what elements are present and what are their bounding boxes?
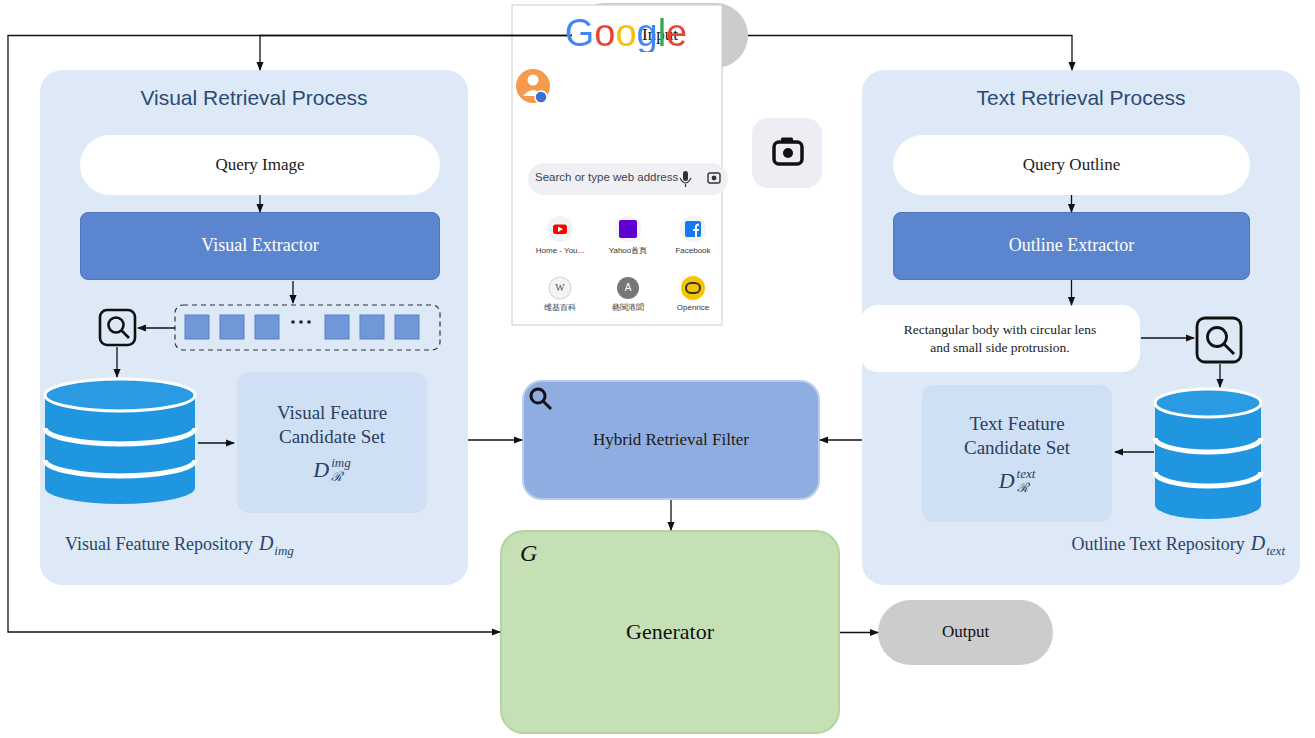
extractor-box: Visual Extractor (80, 212, 440, 280)
query-box: Query Outline (893, 135, 1250, 195)
extractor-box: Outline Extractor (893, 212, 1250, 280)
math-subscript: ℛ (1017, 481, 1028, 495)
query-box: Query Image (80, 135, 440, 195)
connector-arrow (840, 632, 878, 633)
node-content: Outline Extractor (894, 213, 1249, 279)
outline-text-box: Rectangular body with circular lens and … (860, 305, 1140, 372)
repository-label: Visual Feature Repository Dimg (65, 532, 294, 559)
node-content: Visual Extractor (81, 213, 439, 279)
math-scripts: imgℛ (331, 456, 351, 485)
math-symbol: D (313, 457, 329, 483)
node-label: Visual Extractor (201, 234, 318, 257)
generator-symbol: G (520, 540, 537, 567)
connector-arrow (260, 36, 572, 71)
icon-letter: A (625, 283, 632, 293)
node-label: Outline Extractor (1009, 234, 1134, 257)
logo-text: Google (565, 14, 688, 52)
connector-arrow (748, 36, 1072, 71)
math-superscript: text (1017, 467, 1036, 481)
connector-arrow (468, 439, 522, 440)
node-label: Generator (626, 618, 714, 647)
math-expression: Dimgℛ (313, 456, 350, 485)
node-label: Output (942, 621, 989, 643)
candidate-set-box: Visual Feature Candidate SetDimgℛ (237, 372, 427, 513)
math-expression: Dtextℛ (999, 467, 1036, 496)
math-symbol: D (259, 532, 273, 554)
node-content: Text Feature Candidate SetDtextℛ (922, 385, 1112, 522)
output-pill: Output (878, 600, 1053, 665)
shortcut-label: Home - You... (536, 247, 584, 255)
node-label: Query Image (215, 154, 304, 176)
math-symbol: D (1251, 532, 1265, 554)
panel-title: Text Retrieval Process (862, 86, 1300, 110)
shortcut-label: Yahoo首頁 (609, 247, 648, 255)
connector-arrow (820, 439, 862, 440)
node-label: Rectangular body with circular lens and … (898, 321, 1102, 356)
math-subscript: ℛ (331, 470, 342, 484)
math-scripts: textℛ (1017, 467, 1036, 496)
retrieval-panel: Text Retrieval ProcessOutline Text Repos… (862, 70, 1300, 585)
node-label: Text Feature Candidate Set (932, 412, 1102, 461)
node-label: Hybrid Retrieval Filter (593, 429, 749, 451)
node-label: Visual Feature Candidate Set (247, 401, 417, 450)
node-content: Query Outline (893, 135, 1250, 195)
repository-name: Outline Text Repository (1071, 534, 1244, 554)
camera-icon (752, 118, 822, 188)
connector-arrow (8, 36, 572, 633)
shortcut-label: 维基百科 (544, 304, 576, 312)
shortcut-label: Facebook (675, 247, 710, 255)
shortcut-label: 藝閩港聞 (612, 304, 644, 312)
icon-letter: W (555, 283, 564, 293)
generator-box: Generator G (500, 530, 840, 734)
math-superscript: img (331, 456, 351, 470)
repository-name: Visual Feature Repository (65, 534, 253, 554)
candidate-set-box: Text Feature Candidate SetDtextℛ (922, 385, 1112, 522)
node-label: Query Outline (1023, 154, 1121, 176)
math-subscript: text (1266, 543, 1285, 558)
node-content: Visual Feature Candidate SetDimgℛ (237, 372, 427, 513)
repository-label: Outline Text Repository Dtext (1071, 532, 1285, 559)
search-placeholder: Search or type web address (535, 172, 678, 184)
math-symbol: D (999, 468, 1015, 494)
node-content: Generator (502, 532, 838, 732)
retrieval-panel: Visual Retrieval ProcessVisual Feature R… (40, 70, 468, 585)
node-content: Query Image (80, 135, 440, 195)
node-content: Hybrid Retrieval Filter (524, 382, 818, 498)
panel-title: Visual Retrieval Process (40, 86, 468, 110)
math-subscript: img (274, 543, 294, 558)
node-content: Output (878, 600, 1053, 665)
node-content: Rectangular body with circular lens and … (860, 305, 1140, 372)
shortcut-label: Openrice (677, 304, 709, 312)
connector-arrow (670, 500, 671, 530)
filter-box: Hybrid Retrieval Filter (522, 380, 820, 500)
